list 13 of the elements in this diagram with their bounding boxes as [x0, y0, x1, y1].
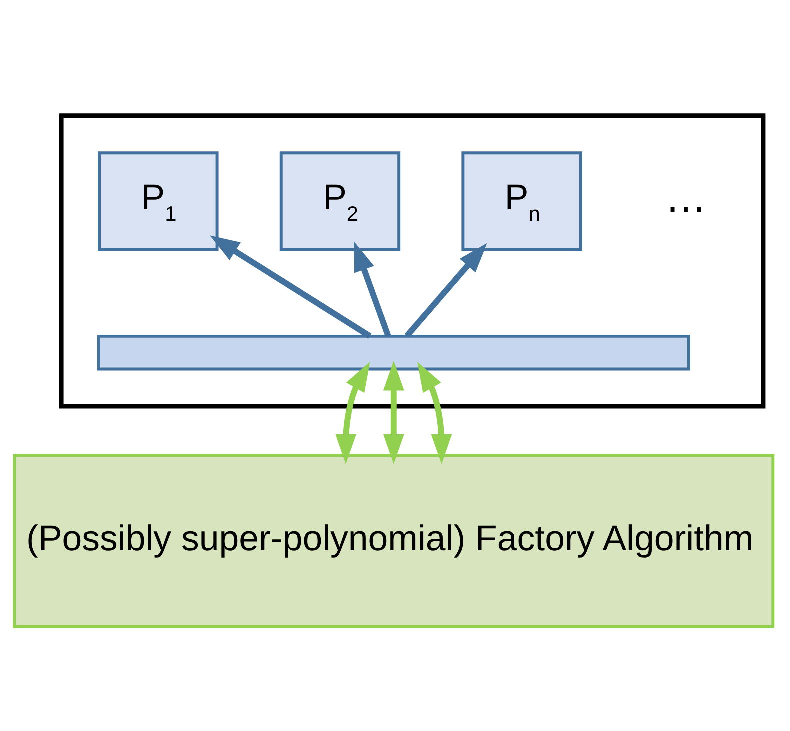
- cluster: [59, 114, 766, 409]
- arrow: [404, 243, 488, 338]
- label: …: [665, 174, 707, 221]
- node-bar: [97, 334, 690, 371]
- node-box: (Possibly super-polynomial) Factory Algorithm: [13, 454, 775, 629]
- arrow: [210, 236, 372, 339]
- node-box: P$_{n}$: [462, 152, 582, 252]
- arrow: [383, 360, 404, 464]
- node-box: P$_{2}$: [280, 152, 401, 252]
- arrow: [418, 362, 452, 464]
- node-box: P$_{1}$: [98, 152, 219, 252]
- arrow: [336, 362, 370, 464]
- arrow: [354, 242, 392, 338]
